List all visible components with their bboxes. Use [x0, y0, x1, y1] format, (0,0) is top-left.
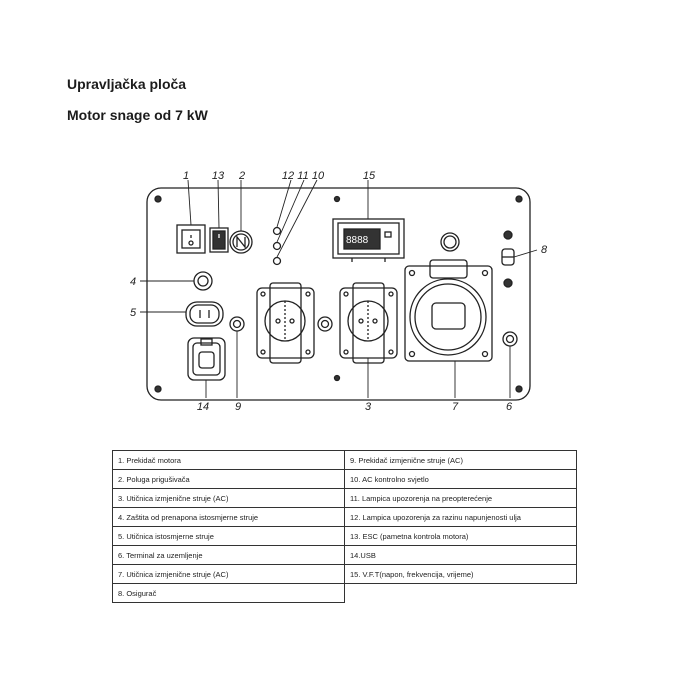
engine-switch-icon: [176, 224, 206, 254]
callout-13: 13: [212, 170, 225, 182]
ac-socket-icon: [339, 282, 398, 364]
legend-item: 1. Prekidač motora: [112, 450, 345, 470]
legend-item: 9. Prekidač izmjenične struje (AC): [344, 450, 577, 470]
screw-icon: [333, 195, 341, 203]
vft-meter-icon: 8888: [332, 218, 405, 262]
oil-warning-lamp-icon: [272, 226, 282, 236]
table-row: 8. Osigurač: [112, 583, 577, 603]
table-row: 5. Utičnica istosmjerne struje 13. ESC (…: [112, 526, 577, 546]
ac-socket-icon: [256, 282, 315, 364]
callout-6: 6: [506, 401, 513, 413]
choke-lever-icon: [229, 230, 253, 254]
legend-item: 12. Lampica upozorenja za razinu napunje…: [344, 507, 577, 527]
large-ac-socket-icon: [404, 259, 493, 362]
page-subtitle: Motor snage od 7 kW: [67, 107, 208, 123]
table-row: 7. Utičnica izmjenične struje (AC) 15. V…: [112, 564, 577, 584]
fuse-icon: [501, 230, 515, 288]
callout-10: 10: [312, 170, 325, 182]
dc-outlet-icon: [185, 301, 224, 327]
callout-8: 8: [541, 244, 548, 256]
svg-text:8888: 8888: [346, 235, 369, 246]
legend-item: 7. Utičnica izmjenične struje (AC): [112, 564, 345, 584]
screw-icon: [333, 374, 341, 382]
callout-4: 4: [130, 276, 136, 288]
knob-icon: [440, 232, 460, 252]
callout-3: 3: [365, 401, 372, 413]
legend-item: 3. Utičnica izmjenične struje (AC): [112, 488, 345, 508]
panel-outline: [146, 187, 531, 401]
callout-12: 12: [282, 170, 294, 182]
empty-cell: [344, 583, 577, 603]
legend-item: 2. Poluga prigušivača: [112, 469, 345, 489]
callout-9: 9: [235, 401, 241, 413]
page-title: Upravljačka ploča: [67, 76, 187, 92]
callout-15: 15: [363, 170, 376, 182]
legend-item: 6. Terminal za uzemljenje: [112, 545, 345, 565]
legend-table: 1. Prekidač motora 9. Prekidač izmjeničn…: [112, 450, 577, 603]
callout-11: 11: [297, 170, 308, 182]
table-row: 2. Poluga prigušivača 10. AC kontrolno s…: [112, 469, 577, 489]
ac-breaker-icon: [229, 316, 245, 332]
table-row: 4. Zaštita od prenapona istosmjerne stru…: [112, 507, 577, 527]
usb-port-icon: [187, 337, 226, 381]
table-row: 3. Utičnica izmjenične struje (AC) 11. L…: [112, 488, 577, 508]
legend-item: 4. Zaštita od prenapona istosmjerne stru…: [112, 507, 345, 527]
ac-indicator-lamp-icon: [272, 256, 282, 266]
callout-2: 2: [238, 170, 245, 182]
esc-switch-icon: [209, 227, 229, 253]
dc-protector-icon: [193, 271, 213, 291]
callout-14: 14: [197, 401, 209, 413]
legend-item: 14.USB: [344, 545, 577, 565]
screw-icon: [154, 385, 162, 393]
screw-icon: [154, 195, 162, 203]
callout-7: 7: [452, 401, 459, 413]
breaker-icon: [317, 316, 333, 332]
ground-terminal-icon: [502, 331, 518, 347]
screw-icon: [515, 195, 523, 203]
legend-item: 11. Lampica upozorenja na preopterećenje: [344, 488, 577, 508]
legend-item: 8. Osigurač: [112, 583, 345, 603]
legend-item: 10. AC kontrolno svjetlo: [344, 469, 577, 489]
legend-item: 13. ESC (pametna kontrola motora): [344, 526, 577, 546]
legend-item: 5. Utičnica istosmjerne struje: [112, 526, 345, 546]
callout-5: 5: [130, 307, 137, 319]
callout-1: 1: [183, 170, 189, 182]
table-row: 1. Prekidač motora 9. Prekidač izmjeničn…: [112, 450, 577, 470]
legend-item: 15. V.F.T(napon, frekvencija, vrijeme): [344, 564, 577, 584]
table-row: 6. Terminal za uzemljenje 14.USB: [112, 545, 577, 565]
screw-icon: [515, 385, 523, 393]
overload-lamp-icon: [272, 241, 282, 251]
